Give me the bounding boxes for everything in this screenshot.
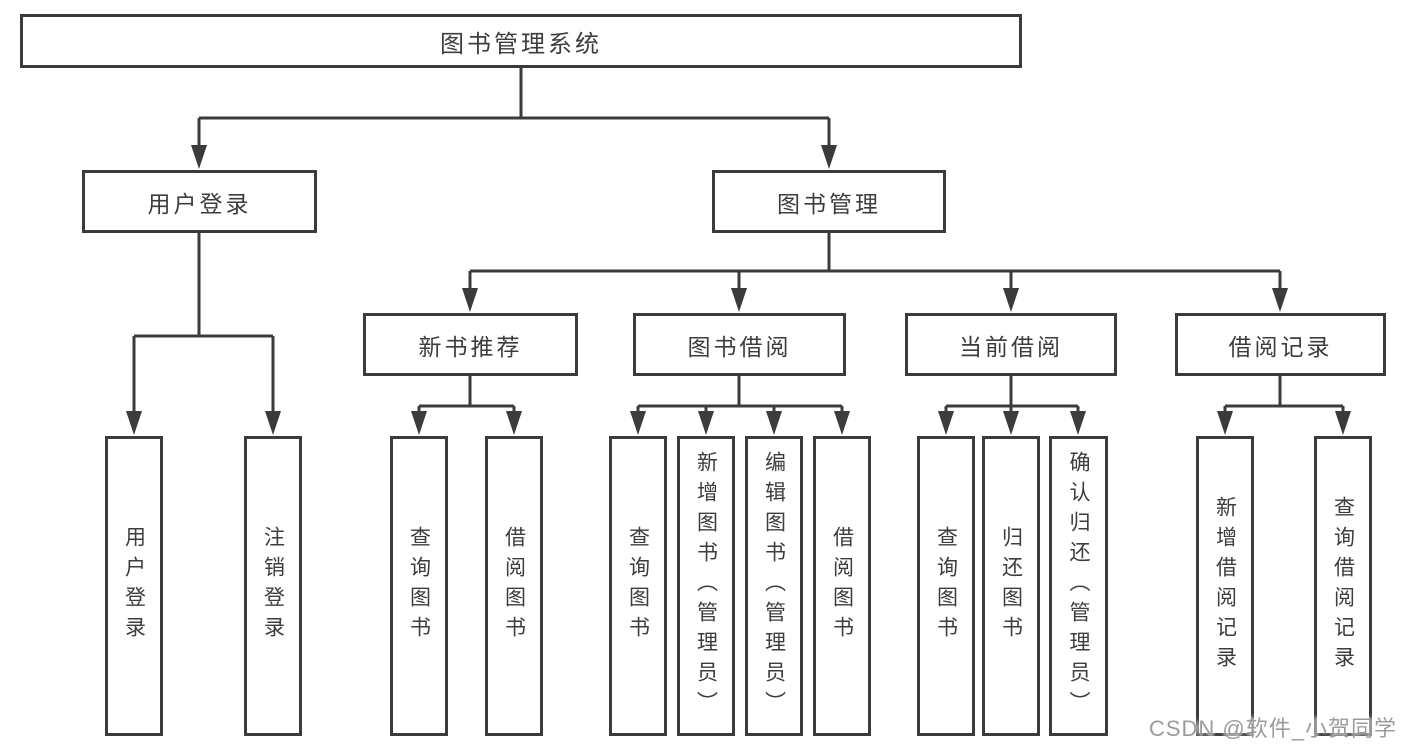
node-book-management-label: 图书管理	[777, 190, 881, 217]
leaf-borrow-book-recommend-label: 借阅图书	[502, 526, 526, 646]
leaf-edit-book-admin-label: 编辑图书（管理员）	[762, 451, 786, 721]
leaf-add-borrow-record: 新增借阅记录	[1196, 436, 1254, 736]
leaf-return-book: 归还图书	[982, 436, 1040, 736]
leaf-add-borrow-record-label: 新增借阅记录	[1213, 496, 1237, 676]
leaf-confirm-return-admin-label: 确认归还（管理员）	[1067, 451, 1090, 721]
leaf-add-book-admin: 新增图书（管理员）	[677, 436, 735, 736]
arrowheads	[126, 145, 1351, 435]
leaf-query-borrow-record-label: 查询借阅记录	[1331, 496, 1355, 676]
leaf-query-book-borrow-label: 查询图书	[626, 526, 650, 646]
node-borrow-record-label: 借阅记录	[1228, 333, 1333, 360]
node-user-login: 用户登录	[82, 170, 317, 233]
leaf-query-book-current-label: 查询图书	[934, 526, 958, 646]
node-user-login-label: 用户登录	[147, 190, 252, 217]
node-book-borrow-label: 图书借阅	[687, 333, 792, 360]
leaf-query-borrow-record: 查询借阅记录	[1314, 436, 1372, 736]
leaf-add-book-admin-label: 新增图书（管理员）	[694, 451, 718, 721]
leaf-query-book-current: 查询图书	[917, 436, 975, 736]
leaf-user-login-label: 用户登录	[122, 526, 146, 646]
leaf-edit-book-admin: 编辑图书（管理员）	[745, 436, 803, 736]
node-current-borrow: 当前借阅	[905, 313, 1117, 376]
leaf-logout-label: 注销登录	[261, 526, 285, 646]
node-book-borrow: 图书借阅	[633, 313, 846, 376]
node-book-management: 图书管理	[712, 170, 946, 233]
leaf-query-book-borrow: 查询图书	[609, 436, 667, 736]
leaf-logout: 注销登录	[244, 436, 302, 736]
node-system-root-label: 图书管理系统	[440, 30, 602, 58]
leaf-borrow-book-label: 借阅图书	[830, 526, 854, 646]
leaf-query-book-recommend: 查询图书	[390, 436, 448, 736]
leaf-return-book-label: 归还图书	[999, 526, 1023, 646]
leaf-query-book-recommend-label: 查询图书	[407, 526, 431, 646]
node-current-borrow-label: 当前借阅	[959, 333, 1063, 360]
node-borrow-record: 借阅记录	[1175, 313, 1386, 376]
leaf-user-login: 用户登录	[105, 436, 163, 736]
csdn-watermark: CSDN @软件_小贺同学	[1148, 716, 1397, 741]
node-new-book-recommend-label: 新书推荐	[418, 333, 523, 360]
leaf-confirm-return-admin: 确认归还（管理员）	[1049, 436, 1108, 736]
leaf-borrow-book: 借阅图书	[813, 436, 871, 736]
node-new-book-recommend: 新书推荐	[363, 313, 578, 376]
leaf-borrow-book-recommend: 借阅图书	[485, 436, 543, 736]
node-system-root: 图书管理系统	[20, 14, 1022, 68]
